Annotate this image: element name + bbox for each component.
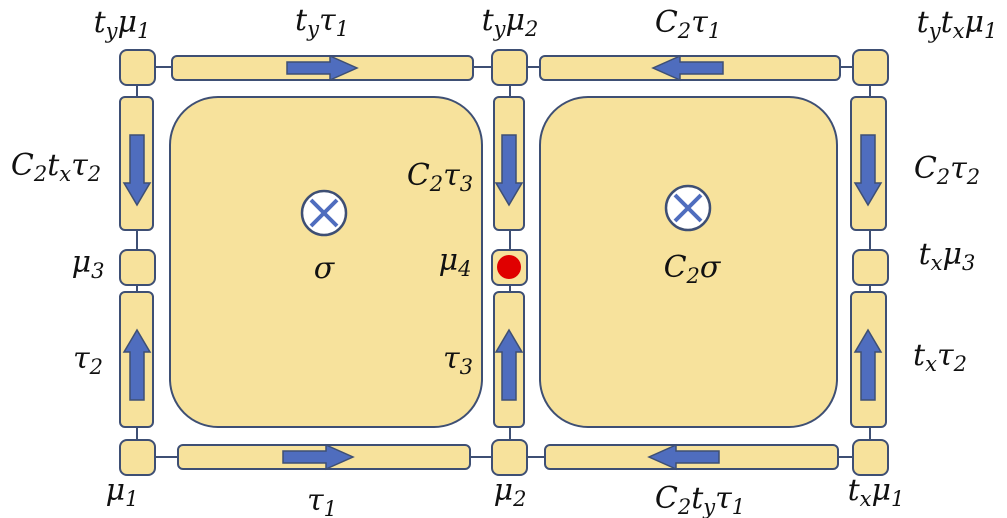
- flux-c2-sigma-symbol-cross-b: [673, 193, 703, 223]
- connector-lines: [136, 66, 871, 458]
- arrow-c2-tau1: [651, 54, 724, 82]
- arrow-ty-tau1: [286, 54, 359, 82]
- label-c2-ty-tau1: C2tyτ1: [655, 481, 745, 518]
- arrow-c2-tau2: [853, 134, 883, 207]
- site-tx-mu1: [852, 439, 889, 476]
- label-ty-tx-mu1: tytxμ1: [917, 5, 998, 43]
- flux-symbols: [300, 184, 712, 279]
- plaquette-sigma: [169, 96, 483, 428]
- site-ty-tx-mu1: [852, 49, 889, 86]
- label-tx-tau2: txτ2: [913, 338, 967, 376]
- label-c2-tau1: C2τ1: [655, 5, 721, 43]
- label-tx-mu1: txμ1: [848, 473, 905, 511]
- arrow-c2-ty-tau1: [647, 443, 720, 471]
- label-ty-mu1: tyμ1: [94, 5, 151, 43]
- label-tau3: τ3: [443, 341, 473, 379]
- arrow-tau2: [122, 328, 152, 401]
- site-mu3: [119, 249, 156, 286]
- label-mu2: μ2: [494, 473, 527, 511]
- label-ty-tau1: tyτ1: [295, 3, 349, 41]
- label-mu4: μ4: [439, 243, 472, 281]
- arrow-tau3: [494, 328, 524, 401]
- label-tau1: τ1: [307, 483, 337, 518]
- label-c2-tau2: C2τ2: [914, 151, 980, 189]
- label-ty-mu2: tyμ2: [482, 3, 539, 41]
- arrow-tx-tau2: [853, 328, 883, 401]
- label-sigma: σ: [314, 251, 336, 286]
- label-c2-tx-tau2: C2txτ2: [11, 148, 101, 186]
- plaquette-c2-sigma: [539, 96, 838, 428]
- flux-sigma-symbol-cross-b: [309, 198, 339, 228]
- arrow-tau1: [282, 443, 355, 471]
- lattice-shapes: [119, 49, 889, 476]
- label-c2-tau3: C2τ3: [407, 158, 473, 196]
- site-ty-mu2: [491, 49, 528, 86]
- site-ty-mu1: [119, 49, 156, 86]
- label-mu3: μ3: [72, 245, 105, 283]
- label-c2-sigma: C2σ: [664, 250, 722, 288]
- direction-arrows: [122, 54, 883, 471]
- mu4-red-dot: [497, 255, 521, 279]
- label-mu1: μ1: [106, 473, 139, 511]
- label-tx-mu3: txμ3: [919, 237, 976, 275]
- arrow-c2-tau3: [494, 134, 524, 207]
- arrow-c2-tx-tau2: [122, 134, 152, 207]
- site-mu1: [119, 439, 156, 476]
- site-mu2: [491, 439, 528, 476]
- site-tx-mu3: [852, 249, 889, 286]
- label-tau2: τ2: [73, 341, 103, 379]
